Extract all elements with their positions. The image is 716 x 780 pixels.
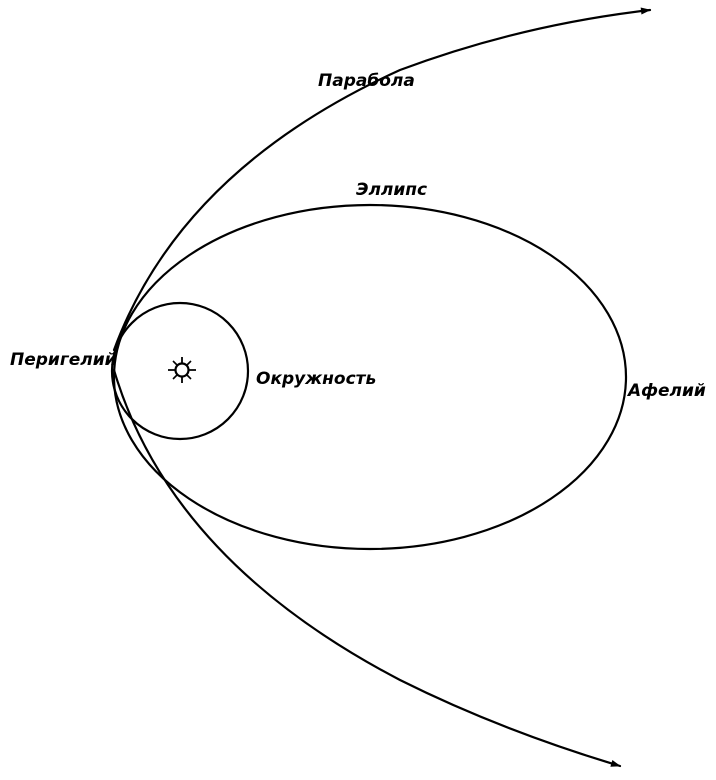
parabola-upper-branch [112,7,652,352]
parabola-label: Парабола [318,71,415,91]
circle-orbit [110,301,250,441]
parabola-lower-branch [112,368,622,768]
aphelion-label: Афелий [626,381,706,401]
ellipse-label: Эллипс [356,180,427,200]
sun-icon [168,357,196,383]
circle-label: Окружность [256,369,376,389]
perihelion-label: Перигелий [10,350,117,370]
ellipse-orbit [112,203,628,551]
